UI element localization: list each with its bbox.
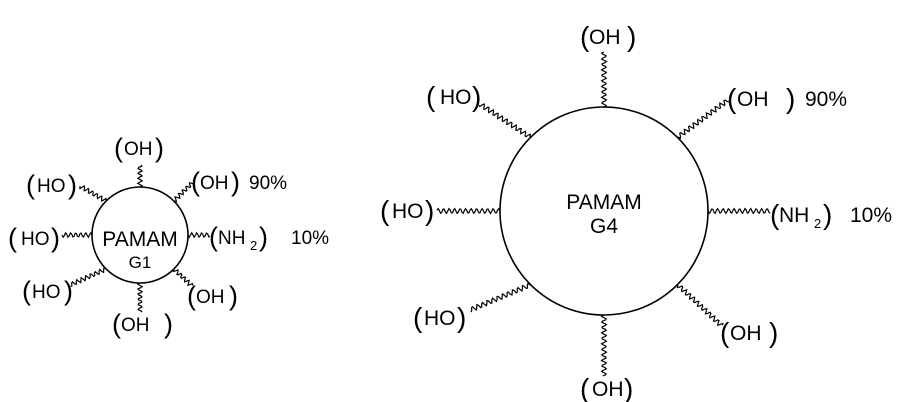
svg-text:): ) xyxy=(457,302,466,333)
svg-text:): ) xyxy=(68,170,77,200)
g4-end-group-left: ( HO ) xyxy=(380,195,434,226)
svg-text:OH: OH xyxy=(730,322,762,345)
svg-text:): ) xyxy=(823,199,832,230)
g1-linker-bottom xyxy=(136,282,144,313)
dendrimer-g4: PAMAM G4 ( OH ) ( OH ) 90% ( NH 2 ) 10% … xyxy=(380,21,892,402)
svg-text:): ) xyxy=(51,223,60,253)
g4-linkers xyxy=(436,51,771,377)
svg-text:HO: HO xyxy=(424,307,456,330)
svg-text:): ) xyxy=(64,276,73,306)
svg-text:(: ( xyxy=(413,302,423,333)
g4-linker-top xyxy=(600,51,608,108)
svg-text:OH: OH xyxy=(737,88,769,111)
g1-linker-left xyxy=(61,231,93,239)
svg-text:OH: OH xyxy=(589,26,621,49)
svg-text:OH: OH xyxy=(200,173,229,194)
svg-text:2: 2 xyxy=(814,216,821,231)
svg-text:(: ( xyxy=(26,170,35,200)
g4-end-group-bottom-right: ( OH ) xyxy=(720,317,778,348)
g4-end-group-top-right: ( OH ) 90% xyxy=(727,83,847,114)
g1-oh-percentage: 90% xyxy=(249,173,287,194)
dendrimer-g1: PAMAM G1 ( OH ) ( OH ) 90% ( NH 2 ) 10% … xyxy=(8,133,329,339)
svg-text:): ) xyxy=(627,21,636,52)
g4-linker-top-right xyxy=(677,99,730,140)
svg-text:OH: OH xyxy=(196,287,225,308)
g1-linker-top-left xyxy=(79,184,107,203)
svg-text:NH: NH xyxy=(779,204,809,227)
g4-core-name: PAMAM xyxy=(566,191,641,214)
svg-text:2: 2 xyxy=(250,238,257,253)
svg-text:NH: NH xyxy=(218,228,245,249)
svg-text:(: ( xyxy=(22,276,31,306)
svg-text:): ) xyxy=(624,373,633,402)
svg-text:(: ( xyxy=(114,133,123,163)
g1-end-group-left: ( HO ) xyxy=(8,223,60,253)
g4-linker-bottom-right xyxy=(676,284,724,327)
svg-text:(: ( xyxy=(580,21,590,52)
g4-oh-percentage: 90% xyxy=(805,88,847,111)
g1-core-name: PAMAM xyxy=(102,228,177,251)
g1-end-group-bottom-left: ( HO ) xyxy=(22,276,73,306)
g4-linker-bottom xyxy=(600,314,608,377)
svg-text:(: ( xyxy=(112,309,121,339)
g4-linker-right xyxy=(707,207,771,215)
svg-text:): ) xyxy=(425,195,434,226)
svg-text:(: ( xyxy=(380,195,390,226)
svg-text:(: ( xyxy=(187,281,196,311)
g4-end-group-bottom-left: ( HO ) xyxy=(413,302,466,333)
g4-end-group-bottom: ( OH ) xyxy=(580,373,633,402)
svg-text:): ) xyxy=(164,309,173,339)
svg-text:(: ( xyxy=(580,373,590,402)
svg-text:HO: HO xyxy=(392,200,424,223)
svg-text:(: ( xyxy=(720,317,730,348)
svg-text:OH: OH xyxy=(121,315,150,336)
g1-linker-right xyxy=(187,231,211,239)
svg-text:): ) xyxy=(229,281,238,311)
svg-text:): ) xyxy=(231,167,240,197)
g4-end-group-top-left: ( HO ) xyxy=(426,81,481,112)
g1-end-group-top: ( OH ) xyxy=(114,133,164,163)
svg-text:HO: HO xyxy=(32,282,61,303)
svg-text:): ) xyxy=(769,317,778,348)
svg-text:): ) xyxy=(786,83,795,114)
svg-text:(: ( xyxy=(209,222,218,252)
g1-linkers xyxy=(61,164,211,313)
g1-nh2-percentage: 10% xyxy=(291,228,329,249)
svg-text:HO: HO xyxy=(21,229,50,250)
g1-end-group-right: ( NH 2 ) 10% xyxy=(209,222,329,253)
g4-linker-top-left xyxy=(478,103,531,138)
g1-end-group-bottom-right: ( OH ) xyxy=(187,281,238,311)
g1-end-group-top-left: ( HO ) xyxy=(26,170,77,200)
svg-text:OH: OH xyxy=(592,378,624,401)
svg-text:): ) xyxy=(259,222,268,252)
g1-generation: G1 xyxy=(129,253,152,272)
svg-text:HO: HO xyxy=(440,86,472,109)
svg-text:(: ( xyxy=(8,223,17,253)
svg-text:OH: OH xyxy=(124,139,153,160)
svg-text:HO: HO xyxy=(37,176,66,197)
g1-linker-bottom-left xyxy=(70,266,107,287)
svg-text:(: ( xyxy=(191,167,200,197)
g1-linker-top xyxy=(136,164,144,188)
g4-linker-left xyxy=(436,207,501,215)
g4-generation: G4 xyxy=(590,215,618,238)
g4-nh2-percentage: 10% xyxy=(850,204,892,227)
g1-end-group-bottom: ( OH ) xyxy=(112,309,173,339)
g4-end-group-top: ( OH ) xyxy=(580,21,636,52)
g1-linker-bottom-right xyxy=(172,268,194,287)
g4-end-group-right: ( NH 2 ) 10% xyxy=(770,199,892,231)
svg-text:): ) xyxy=(155,133,164,163)
g1-linker-top-right xyxy=(173,181,194,203)
svg-text:(: ( xyxy=(426,81,436,112)
g1-end-group-top-right: ( OH ) 90% xyxy=(191,167,287,197)
svg-text:(: ( xyxy=(770,199,780,230)
svg-text:): ) xyxy=(472,81,481,112)
svg-text:(: ( xyxy=(727,83,737,114)
g4-linker-bottom-left xyxy=(470,282,531,313)
